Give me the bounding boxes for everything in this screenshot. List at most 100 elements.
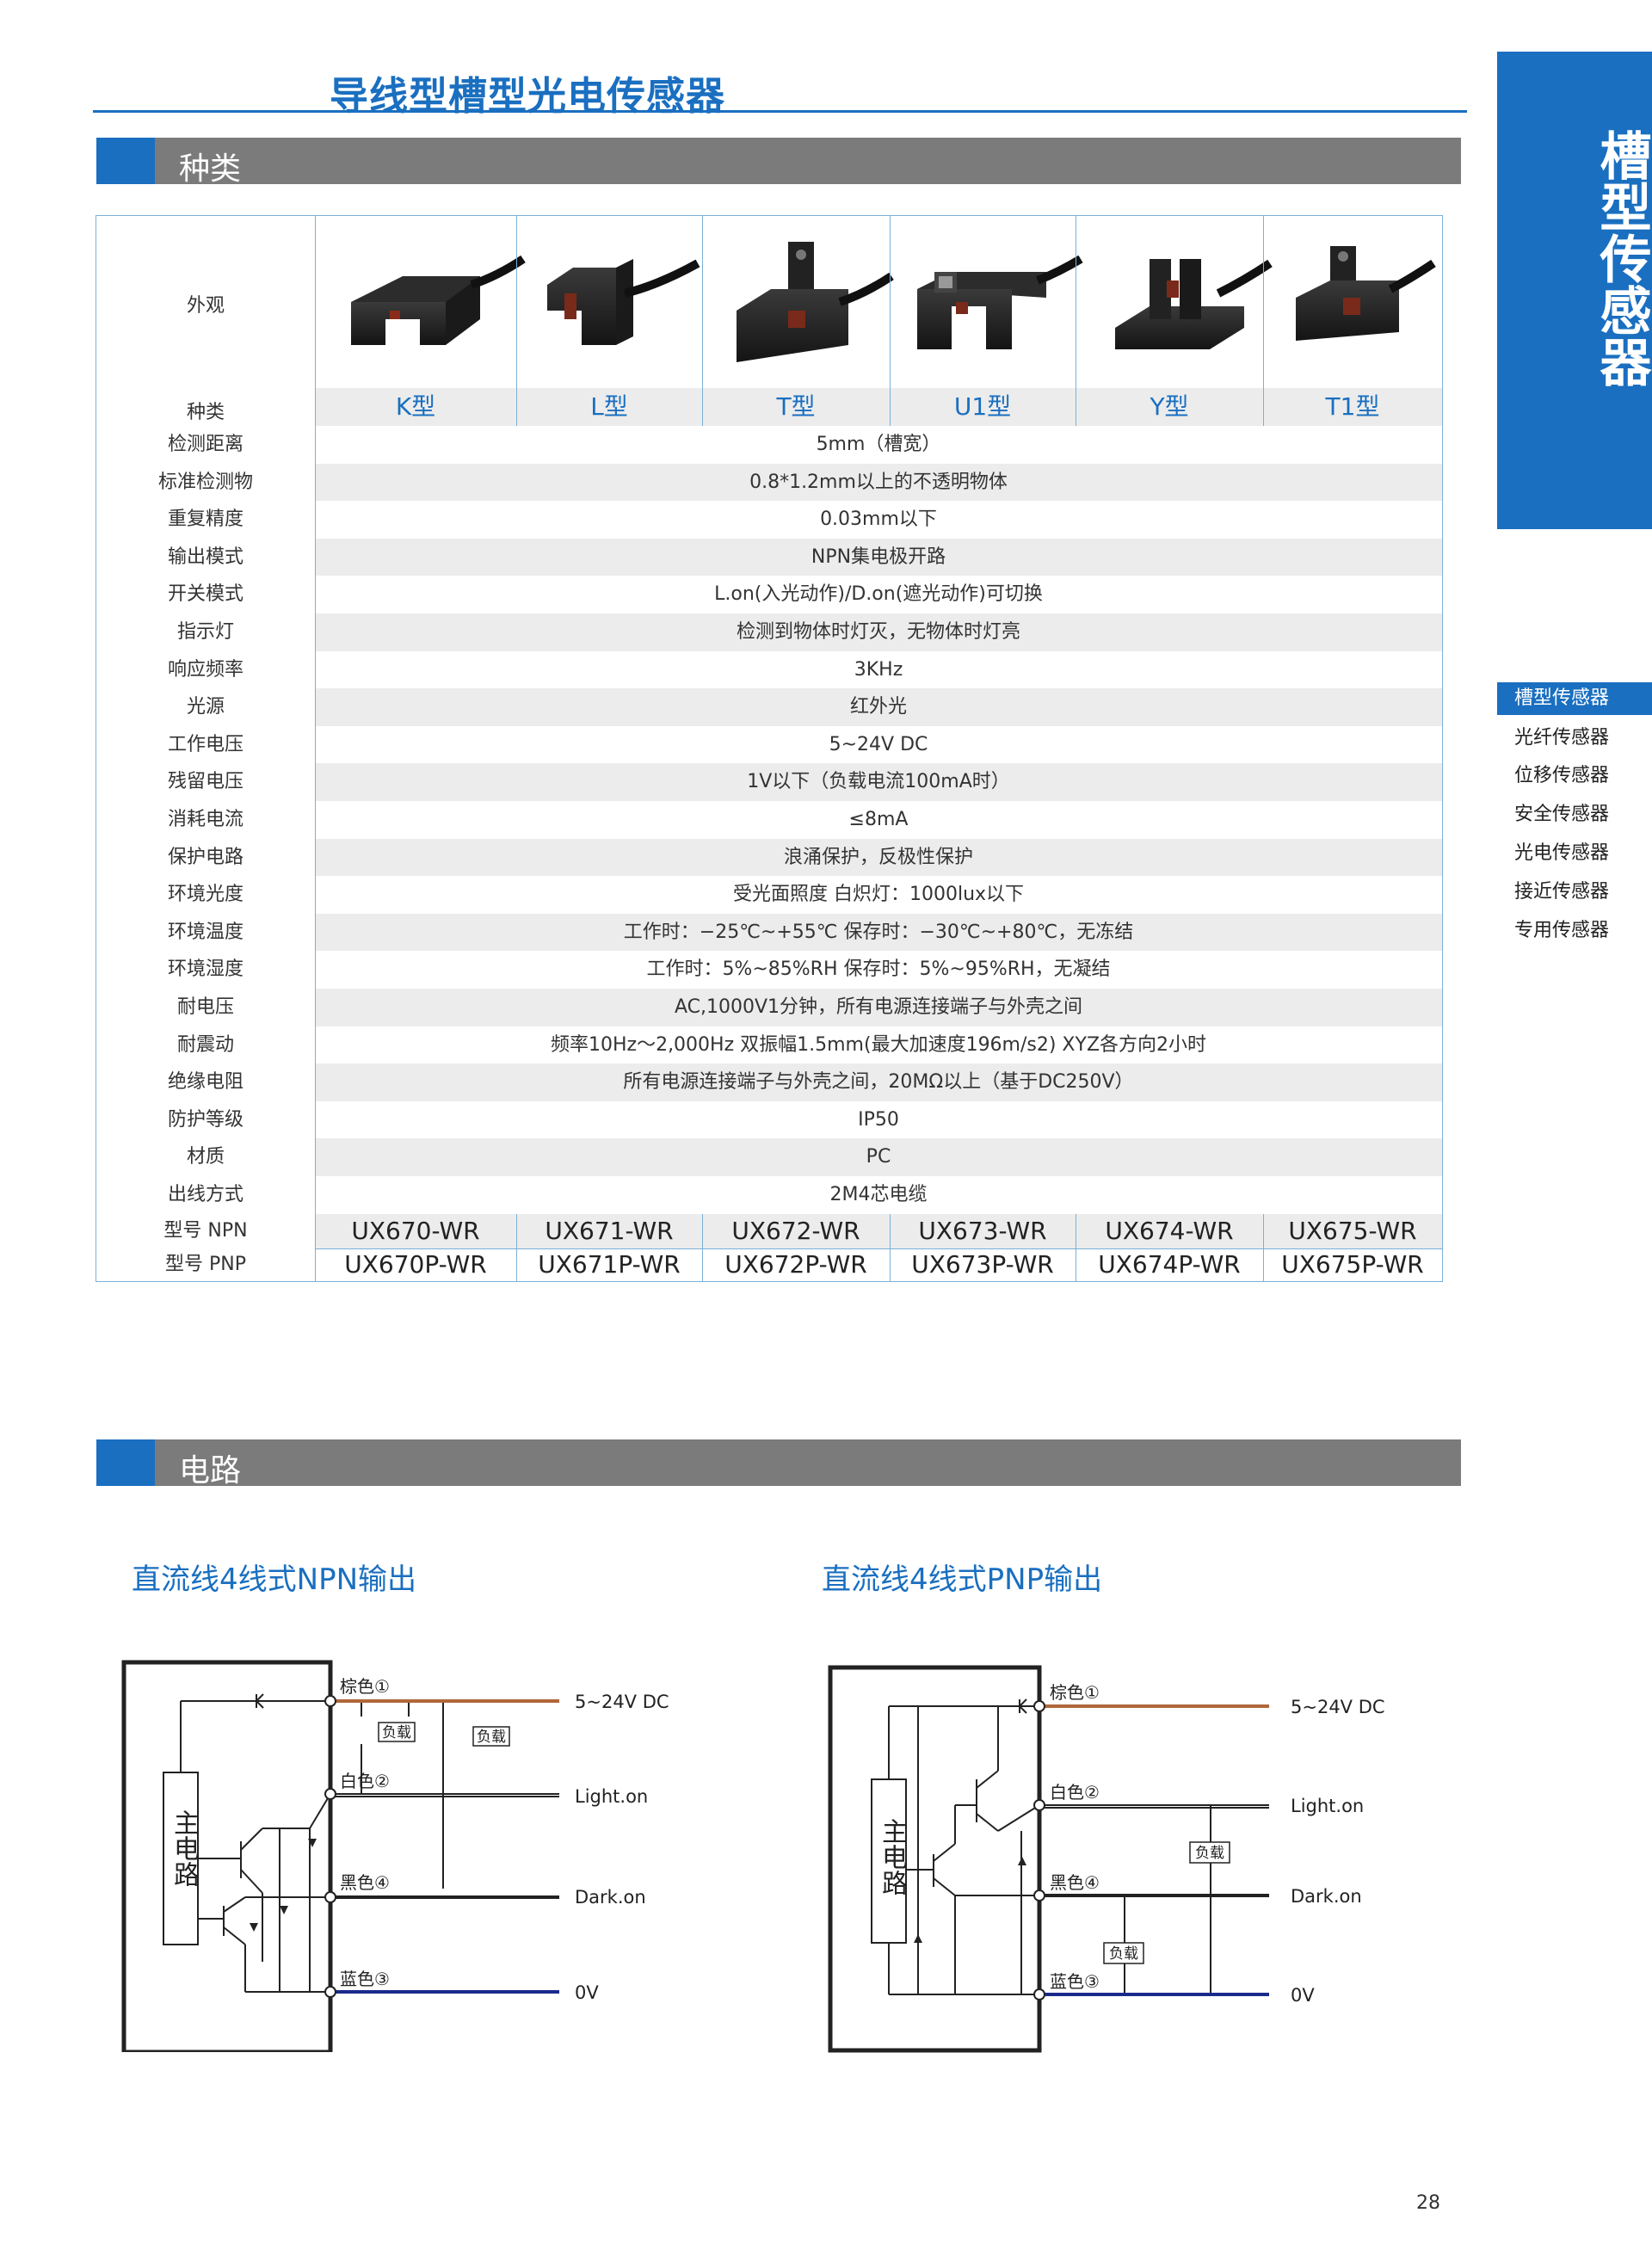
npn-load-label-2: 负载 — [477, 1729, 506, 1746]
spec-label: 光源 — [186, 696, 225, 718]
side-tab-label: 槽型传感器 — [1591, 129, 1651, 387]
pnp-label: 型号 PNP — [165, 1254, 246, 1275]
npn-model: UX670-WR — [315, 1214, 516, 1248]
side-menu-item-photoelectric[interactable]: 光电传感器 — [1514, 842, 1610, 864]
section-title-types: 种类 — [179, 151, 242, 187]
spec-row: 环境湿度 工作时：5%~85%RH 保存时：5%~95%RH，无凝结 — [96, 951, 1442, 989]
appearance-row: 外观 — [96, 216, 1442, 388]
type-row: 种类 — [96, 388, 1442, 426]
table-divider — [516, 1214, 517, 1281]
table-divider — [890, 216, 891, 426]
pnp-output-0v: 0V — [1291, 1985, 1315, 2006]
spec-label: 材质 — [186, 1146, 225, 1168]
spec-value: 2M4芯电缆 — [829, 1184, 928, 1205]
spec-row: 开关模式 L.on(入光动作)/D.on(遮光动作)可切换 — [96, 576, 1442, 613]
section-bar-types: 种类 — [96, 138, 1461, 187]
npn-circuit-title: 直流线4线式NPN输出 — [132, 1563, 417, 1597]
side-menu-item-proximity[interactable]: 接近传感器 — [1514, 881, 1610, 903]
pnp-circuit-title: 直流线4线式PNP输出 — [822, 1563, 1103, 1597]
spec-value: 红外光 — [315, 688, 1442, 726]
pnp-load-label-2: 负载 — [1109, 1945, 1138, 1963]
side-menu-item-displacement[interactable]: 位移传感器 — [1514, 765, 1610, 786]
spec-label: 环境湿度 — [167, 958, 243, 981]
spec-value: L.on(入光动作)/D.on(遮光动作)可切换 — [714, 583, 1043, 606]
type-y: Y型 — [1076, 388, 1263, 426]
spec-label: 耐震动 — [176, 1033, 234, 1056]
spec-value: 1V以下（负载电流100mA时） — [315, 763, 1442, 801]
npn-wire-brown: 棕色① — [340, 1676, 390, 1697]
npn-model: UX674-WR — [1076, 1214, 1263, 1248]
npn-wire-blue: 蓝色③ — [340, 1969, 390, 1989]
spec-value: NPN集电极开路 — [315, 538, 1442, 576]
appearance-label: 外观 — [186, 295, 225, 317]
npn-model: UX672-WR — [702, 1214, 890, 1248]
spec-label: 开关模式 — [167, 583, 243, 606]
table-divider — [890, 1214, 891, 1281]
spec-value: 工作时：5%~85%RH 保存时：5%~95%RH，无凝结 — [646, 958, 1111, 981]
spec-label: 绝缘电阻 — [167, 1071, 243, 1094]
product-image-t — [737, 242, 894, 362]
section-accent — [96, 138, 155, 184]
spec-label: 标准检测物 — [157, 471, 253, 493]
spec-label: 环境光度 — [167, 884, 243, 906]
spec-value: 5~24V DC — [829, 733, 928, 755]
spec-row: 耐震动频率10Hz～2,000Hz 双振幅1.5mm(最大加速度196m/s2)… — [96, 1026, 1442, 1064]
pnp-wire-brown: 棕色① — [1050, 1682, 1100, 1703]
type-l: L型 — [516, 388, 702, 426]
spec-label: 重复精度 — [167, 509, 243, 531]
spec-row: 输出模式 NPN集电极开路 — [96, 538, 1442, 576]
pnp-model: UX673P-WR — [911, 1250, 1054, 1279]
pnp-output-dark-on: Dark.on — [1291, 1886, 1362, 1907]
table-divider — [1263, 1214, 1264, 1281]
side-menu-item-safety[interactable]: 安全传感器 — [1514, 804, 1610, 825]
product-image-l — [547, 259, 700, 345]
side-menu-item-special[interactable]: 专用传感器 — [1514, 920, 1610, 941]
npn-model: UX673-WR — [890, 1214, 1076, 1248]
spec-label: 输出模式 — [167, 546, 243, 568]
table-divider — [315, 216, 316, 1281]
pnp-model-row: 型号 PNP — [96, 1248, 1442, 1281]
spec-row: 环境光度受光面照度 白炽灯：1000lux以下 — [96, 876, 1442, 914]
spec-row: 指示灯检测到物体时灯灭，无物体时灯亮 — [96, 613, 1442, 651]
npn-output-dark-on: Dark.on — [575, 1887, 646, 1908]
npn-model: UX671-WR — [516, 1214, 702, 1248]
pnp-model: UX675P-WR — [1281, 1250, 1424, 1279]
spec-value: ≤8mA — [848, 809, 909, 830]
npn-main-circuit-vertical: 主电路 — [169, 1809, 199, 1887]
spec-value: 0.03mm以下 — [820, 509, 937, 531]
side-menu-item-fiber[interactable]: 光纤传感器 — [1514, 727, 1610, 749]
spec-table: 外观 — [96, 215, 1443, 1282]
spec-value: 浪涌保护，反极性保护 — [315, 838, 1442, 877]
spec-value: 工作时：−25℃~+55℃ 保存时：−30℃~+80℃，无冻结 — [315, 913, 1442, 952]
spec-value: 5mm（槽宽） — [816, 434, 941, 455]
side-menu-item-slot[interactable]: 槽型传感器 — [1497, 682, 1652, 715]
table-divider — [702, 216, 703, 426]
table-divider — [702, 1214, 703, 1281]
type-u1: U1型 — [890, 388, 1076, 426]
table-divider — [1263, 216, 1264, 426]
page-number: 28 — [1416, 2192, 1440, 2214]
pnp-load-label: 负载 — [1195, 1845, 1224, 1862]
pnp-wire-white: 白色② — [1050, 1782, 1100, 1803]
npn-model: UX675-WR — [1263, 1214, 1442, 1248]
side-category-tab: 槽型传感器 — [1497, 52, 1652, 529]
spec-label: 指示灯 — [176, 621, 234, 643]
pnp-model: UX672P-WR — [724, 1250, 867, 1279]
product-image-y — [1115, 259, 1273, 349]
pnp-model: UX674P-WR — [1098, 1250, 1241, 1279]
spec-label: 耐电压 — [176, 996, 234, 1018]
pnp-output-vdc: 5~24V DC — [1291, 1697, 1385, 1717]
npn-output-vdc: 5~24V DC — [575, 1692, 669, 1712]
title-underline — [93, 110, 1467, 113]
product-image-k — [351, 255, 526, 345]
spec-label: 保护电路 — [167, 846, 243, 868]
product-images — [351, 242, 1436, 362]
pnp-main-circuit-vertical: 主电路 — [877, 1818, 907, 1895]
